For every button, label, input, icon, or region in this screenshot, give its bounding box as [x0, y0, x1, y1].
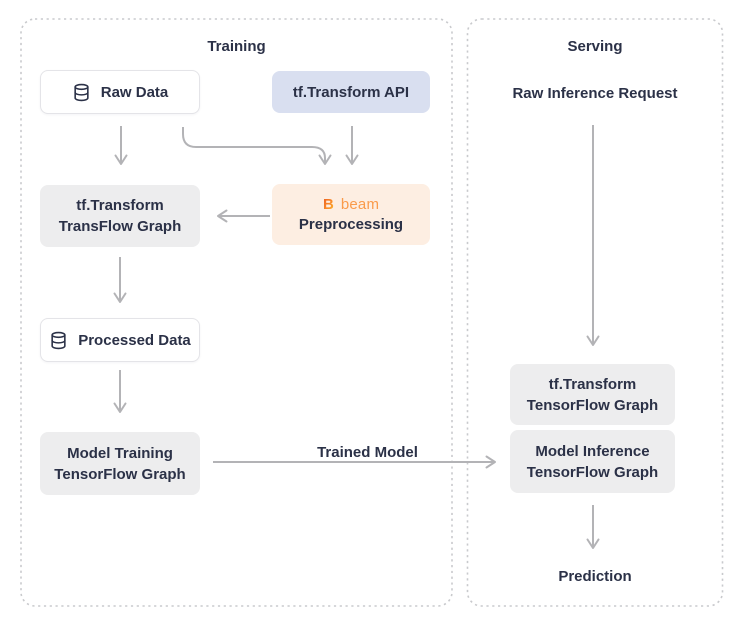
tf-transform-api-node: tf.Transform API — [272, 71, 430, 113]
prediction-label: Prediction — [558, 568, 632, 585]
serving-tf-transform-graph-line1: tf.Transform — [548, 375, 637, 393]
raw-inference-request-label: Raw Inference Request — [512, 85, 678, 102]
serving-panel-title: Serving — [567, 38, 623, 55]
beam-b-icon: B — [323, 196, 334, 213]
raw-data-label: Raw Data — [100, 83, 169, 101]
serving-panel-border — [466, 18, 724, 607]
model-inference-line1: Model Inference — [535, 442, 650, 460]
tf-transform-graph-line1: tf.Transform — [76, 197, 164, 214]
training-panel-title: Training — [207, 38, 266, 55]
serving-tf-transform-graph-line2: TensorFlow Graph — [526, 396, 659, 414]
arrow-raw-data-to-preprocessing — [182, 127, 332, 165]
tf-transform-graph-node: tf.Transform TransFlow Graph — [40, 185, 200, 247]
model-training-node: Model Training TensorFlow Graph — [40, 432, 200, 495]
beam-logo: B beam — [323, 194, 379, 214]
model-training-line2: TensorFlow Graph — [54, 465, 186, 483]
beam-wordmark: beam — [340, 195, 380, 213]
tf-transform-api-label: tf.Transform API — [292, 83, 410, 101]
processed-data-node: Processed Data — [40, 318, 200, 362]
processed-data-label: Processed Data — [78, 331, 191, 349]
serving-tf-transform-graph-node: tf.Transform TensorFlow Graph — [510, 364, 675, 425]
raw-data-node: Raw Data — [40, 70, 200, 114]
trained-model-edge-label: Trained Model — [317, 444, 418, 461]
model-training-line1: Model Training — [67, 444, 173, 462]
preprocessing-label: Preprocessing — [298, 216, 404, 233]
beam-b-glyph: B — [323, 196, 334, 213]
database-icon — [74, 83, 89, 101]
tf-transform-graph-line2: TransFlow Graph — [58, 218, 182, 235]
model-inference-node: Model Inference TensorFlow Graph — [510, 430, 675, 493]
database-icon — [51, 331, 66, 349]
model-inference-line2: TensorFlow Graph — [526, 463, 659, 481]
preprocessing-node: B beam Preprocessing — [272, 184, 430, 245]
